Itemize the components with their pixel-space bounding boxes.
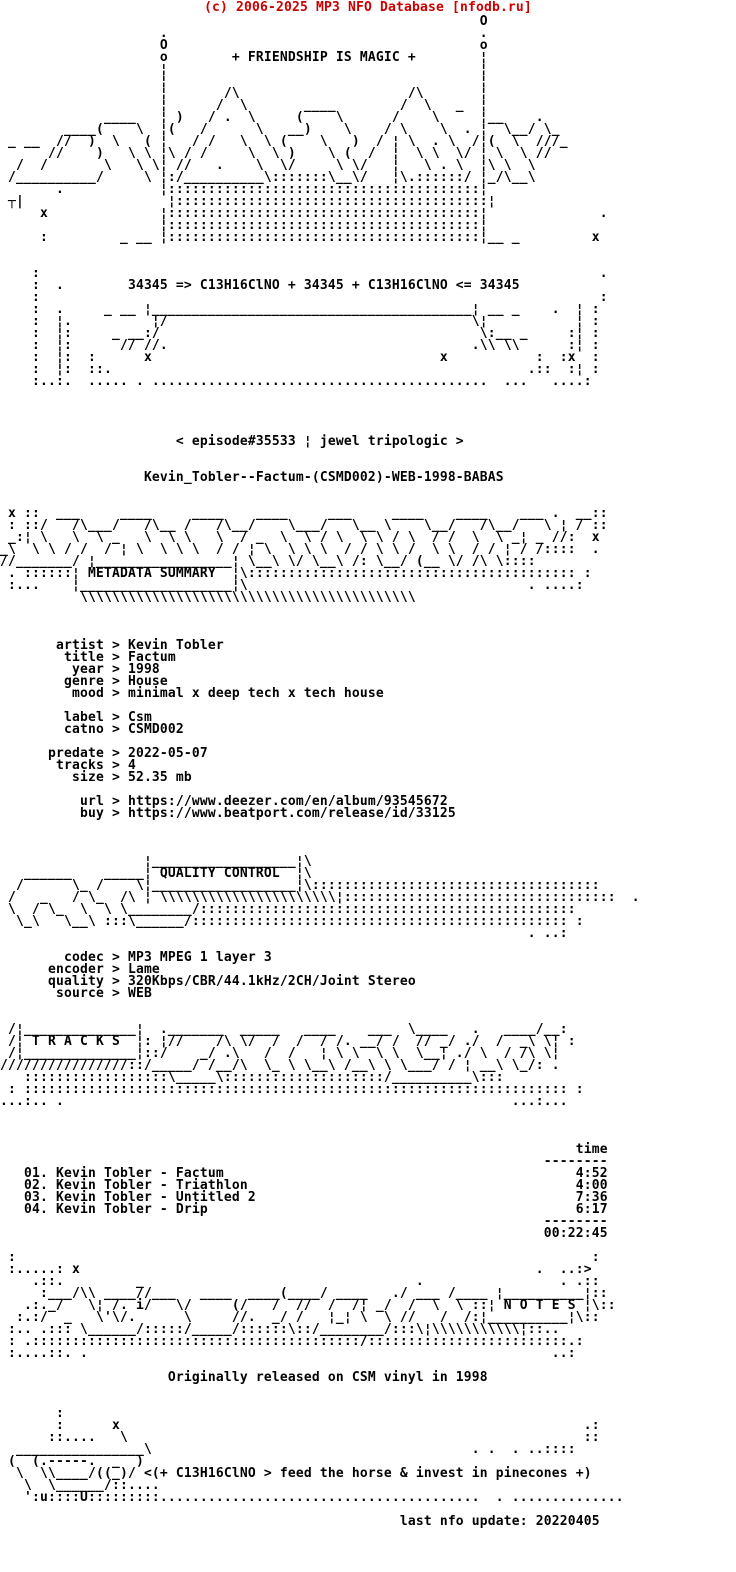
site-header-link[interactable]: (c) 2006-2025 MP3 NFO Database [nfodb.ru…: [204, 0, 532, 15]
nfo-text: O . . O o o + FRIENDSHIP IS MAGIC + ¦: [0, 14, 640, 1529]
